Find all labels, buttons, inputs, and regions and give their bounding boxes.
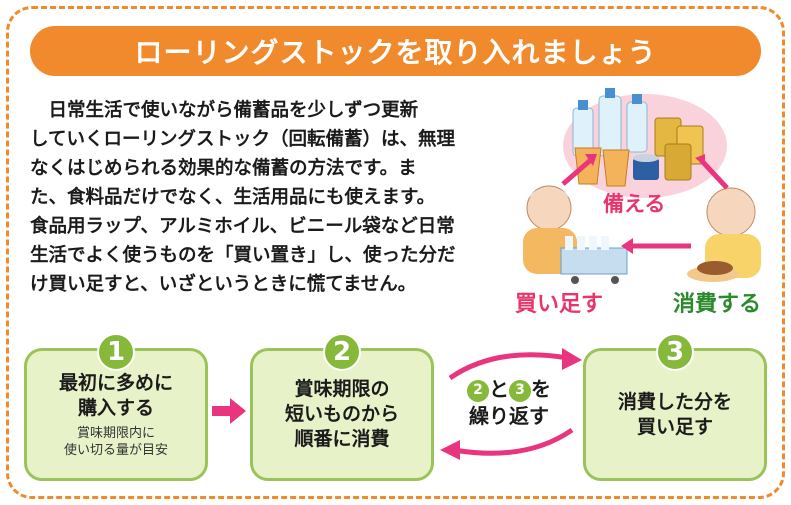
dashed-frame: [6, 6, 785, 499]
stock-label: 備える: [603, 192, 666, 216]
step-3-box: 3 消費した分を 買い足す: [583, 333, 767, 481]
woman-shopping-icon: [523, 185, 628, 284]
water-bottles-icon: [572, 88, 648, 157]
title-banner: ローリングストックを取り入れましょう: [30, 26, 761, 76]
step-3-number-badge: 3: [656, 333, 694, 371]
step-1-sub-text: 賞味期限内に 使い切る量が目安: [63, 425, 168, 458]
cycle-repeat-text: 繰り返す: [469, 404, 549, 428]
step-1-number-badge: 1: [97, 333, 135, 371]
step-3-main-text: 消費した分を 買い足す: [617, 390, 732, 438]
cycle-illustration: [523, 88, 761, 284]
consume-label: 消費する: [673, 292, 762, 317]
cycle-number-3-badge: 3: [509, 379, 531, 402]
step-2-number-badge: 2: [323, 333, 361, 371]
buy-label: 買い足す: [515, 292, 604, 317]
right-arrow-icon: [212, 398, 246, 424]
cycle-arrows: [561, 154, 729, 254]
step-2-main-text: 賞味期限の 短いものから 順番に消費: [284, 378, 399, 450]
cycle-number-2-badge: 2: [467, 379, 489, 402]
step-1-box: 1 最初に多めに 購入する 賞味期限内に 使い切る量が目安: [24, 333, 208, 481]
repeat-cycle-arrows-icon: [440, 348, 582, 460]
cycle-connector: と: [489, 377, 509, 401]
canned-food-icon: [633, 154, 659, 180]
rolling-stock-illustration: 備える 買い足す 消費する: [505, 88, 785, 328]
woman-eating-icon: [687, 187, 761, 282]
body-paragraph: 日常生活で使いながら備蓄品を少しずつ更新 していくローリングストック（回転備蓄）…: [30, 100, 456, 295]
cycle-suffix: を: [531, 377, 551, 401]
step-1-main-text: 最初に多めに 購入する: [58, 371, 173, 419]
step-2-box: 2 賞味期限の 短いものから 順番に消費: [250, 333, 434, 481]
retort-pouch-icon: [654, 117, 704, 181]
page-title: ローリングストックを取り入れましょう: [134, 36, 657, 69]
